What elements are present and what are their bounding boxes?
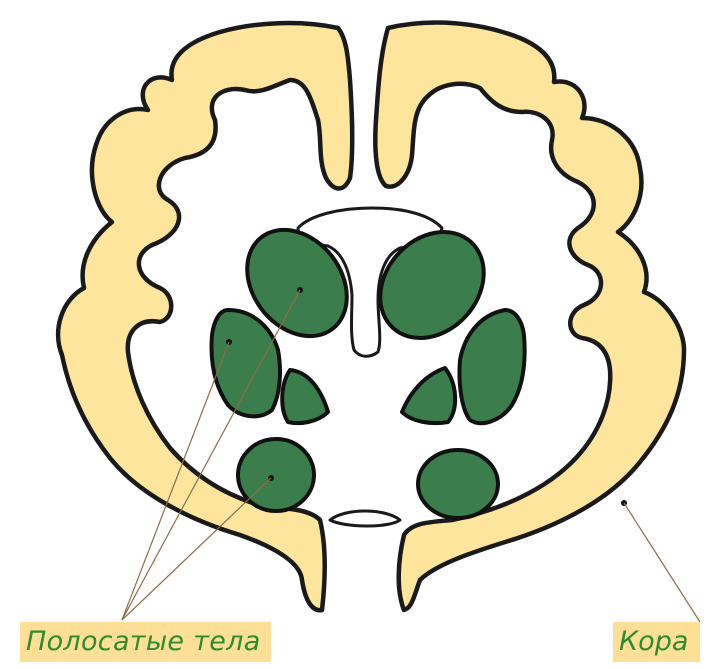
left-lower-nucleus xyxy=(238,439,314,511)
striatum-label: Полосатые тела xyxy=(20,622,271,662)
cortex-leader-line xyxy=(624,503,700,622)
left-globus-pallidus xyxy=(282,370,328,423)
right-globus-pallidus xyxy=(402,368,455,423)
left-putamen xyxy=(212,310,280,416)
third-ventricle xyxy=(330,511,400,526)
right-lower-nucleus xyxy=(418,450,498,518)
cortex-label: Кора xyxy=(613,622,700,662)
right-putamen xyxy=(459,310,524,423)
